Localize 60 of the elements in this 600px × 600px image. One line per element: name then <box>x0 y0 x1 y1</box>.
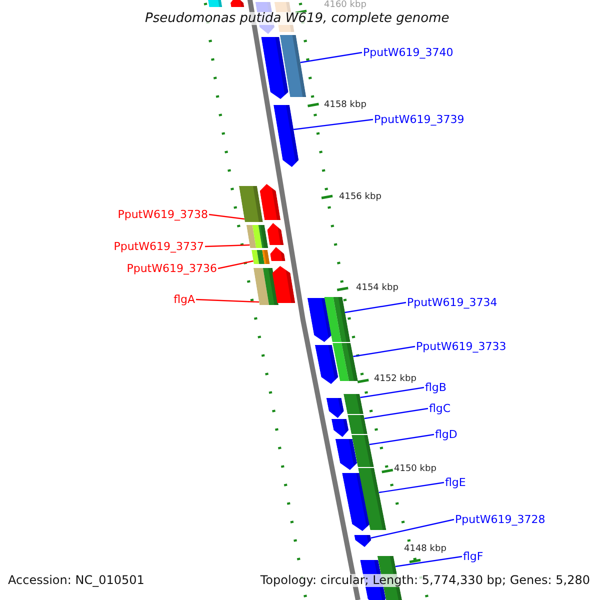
cog-bar <box>348 415 368 434</box>
gene-feature <box>274 105 299 167</box>
gene-label: flgF <box>463 550 484 563</box>
gene-label: flgC <box>429 402 451 415</box>
gene-label: PputW619_3737 <box>114 240 204 253</box>
gene-label: flgE <box>445 476 466 489</box>
cog-bar <box>238 186 263 222</box>
leader-line <box>353 346 416 358</box>
scale-label: 4154 kbp <box>356 282 398 295</box>
leader-line <box>369 434 434 446</box>
cog-bar <box>252 250 270 264</box>
gene-feature <box>314 345 338 384</box>
gene-label: PputW619_3738 <box>118 208 208 221</box>
gene-label: PputW619_3736 <box>126 262 217 275</box>
cog-bar <box>332 343 358 381</box>
gene-label: PputW619_3733 <box>416 340 506 353</box>
scale-label: 4152 kbp <box>374 373 416 386</box>
gene-label: flgD <box>435 428 458 441</box>
leader-line <box>364 408 428 420</box>
leader-line <box>344 302 406 314</box>
gene-feature <box>331 419 349 437</box>
map-title: Pseudomonas putida W619, complete genome <box>145 12 450 25</box>
scale-label: 4150 kbp <box>394 463 436 476</box>
gene-feature <box>230 0 244 7</box>
gene-feature <box>261 37 288 99</box>
gene-label: PputW619_3734 <box>407 296 498 309</box>
gene-feature <box>354 535 372 547</box>
gene-feature <box>335 439 358 470</box>
cog-bar <box>280 35 306 97</box>
genome-summary: Topology: circular; Length: 5,774,330 bp; Genes: 5,280 <box>260 574 590 587</box>
gene-feature <box>272 266 296 303</box>
cog-bar <box>207 0 222 7</box>
gene-feature <box>260 184 281 220</box>
leader-line <box>360 386 424 398</box>
accession-note: Accession: NC_010501 <box>8 574 144 587</box>
gene-label: flgA <box>174 293 195 306</box>
scale-label: 4156 kbp <box>339 191 382 204</box>
leader-line <box>208 214 244 220</box>
gene-label: PputW619_3740 <box>363 46 454 59</box>
leader-line <box>294 118 374 130</box>
leader-line <box>218 260 254 270</box>
gene-feature <box>326 398 344 418</box>
leader-line <box>395 556 462 568</box>
gene-label: PputW619_3739 <box>374 113 464 126</box>
cog-bar <box>253 268 279 305</box>
gene-feature <box>270 247 286 261</box>
leader-line <box>300 52 362 64</box>
scale-label: 4148 kbp <box>404 543 446 556</box>
gene-label: flgB <box>425 381 446 394</box>
leader-line <box>378 482 444 494</box>
leader-line <box>370 518 454 539</box>
gene-feature <box>267 223 284 245</box>
scale-label: 4160 kbp <box>324 0 366 12</box>
cog-bar <box>324 297 350 342</box>
cog-bar <box>352 435 374 467</box>
cog-bar <box>344 394 364 414</box>
cog-bar <box>246 225 268 248</box>
leader-line <box>204 244 250 248</box>
gene-label: PputW619_3728 <box>455 513 546 526</box>
scale-label: 4158 kbp <box>324 99 366 112</box>
